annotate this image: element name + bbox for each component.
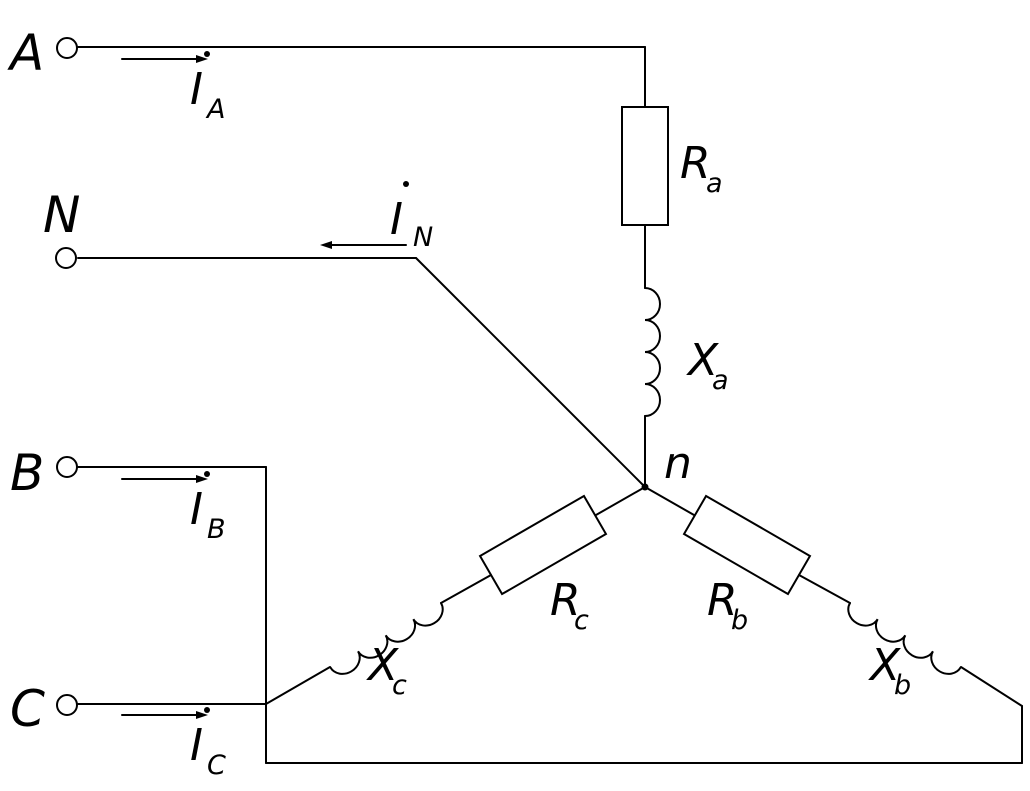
- resistor-rc-group: [478, 494, 608, 596]
- wire-b-mid: [798, 574, 851, 604]
- inductor-xb: [847, 602, 962, 675]
- label-ra-symbol: R: [680, 138, 711, 189]
- phase-b-line: [77, 466, 1023, 764]
- label-xa-symbol: X: [686, 335, 719, 386]
- arrow-ia: [121, 55, 208, 63]
- resistor-ra: [621, 106, 669, 226]
- inductor-xa: [644, 287, 661, 417]
- label-rb: R b: [707, 575, 748, 636]
- label-xc-sub: c: [392, 670, 407, 701]
- current-sub-ic: C: [207, 750, 226, 781]
- current-label-ia: I A: [190, 51, 225, 125]
- label-xa-sub: a: [712, 365, 729, 396]
- wire-c-to-bus: [265, 666, 331, 705]
- resistor-rb-group: [682, 494, 812, 596]
- label-rc: R c: [550, 575, 589, 636]
- label-xc-symbol: X: [366, 640, 399, 691]
- label-rc-sub: c: [574, 605, 589, 636]
- current-symbol-in: I: [390, 194, 403, 245]
- wire-b-to-bus: [960, 666, 1023, 707]
- phase-a-branch: [77, 46, 669, 488]
- label-terminal-b: B: [10, 444, 44, 502]
- label-rb-symbol: R: [707, 575, 738, 626]
- label-terminal-c: C: [10, 680, 45, 738]
- wire-c-mid: [440, 574, 492, 604]
- arrow-ib: [121, 475, 208, 483]
- label-xb-sub: b: [894, 670, 911, 701]
- label-xb: X b: [868, 640, 911, 701]
- label-ra: R a: [680, 138, 723, 199]
- terminal-n: [55, 247, 77, 269]
- current-sub-in: N: [413, 222, 433, 253]
- terminal-a: [56, 37, 78, 59]
- current-symbol-ia: I: [190, 64, 203, 115]
- dot-accent-ib: [204, 471, 210, 477]
- inductor-xc: [329, 602, 444, 675]
- dot-accent-ia: [204, 51, 210, 57]
- terminal-b: [56, 456, 78, 478]
- label-node-n: n: [664, 438, 692, 489]
- label-rb-sub: b: [731, 605, 748, 636]
- branch-c: [265, 486, 646, 705]
- current-label-ib: I B: [190, 471, 226, 545]
- resistor-rb: [682, 494, 812, 596]
- wire-b-node: [644, 486, 695, 516]
- wire-c-node: [595, 486, 646, 516]
- current-label-in: I N: [390, 181, 433, 253]
- arrow-in: [320, 241, 407, 249]
- current-label-ic: I C: [190, 707, 226, 781]
- current-symbol-ic: I: [190, 720, 203, 771]
- inductor-xc-group: [329, 602, 444, 675]
- resistor-rc: [478, 494, 608, 596]
- label-xc: X c: [366, 640, 407, 701]
- label-terminal-a: A: [7, 24, 44, 82]
- label-ra-sub: a: [706, 168, 723, 199]
- current-sub-ib: B: [207, 514, 226, 545]
- label-rc-symbol: R: [550, 575, 581, 626]
- arrow-ic: [121, 711, 208, 719]
- inductor-xb-group: [847, 602, 962, 675]
- star-node-dot: [641, 483, 649, 491]
- neutral-branch: [77, 257, 646, 488]
- branch-b: [644, 486, 1023, 707]
- current-sub-ia: A: [205, 94, 225, 125]
- terminal-c: [56, 694, 78, 716]
- dot-accent-ic: [204, 707, 210, 713]
- current-symbol-ib: I: [190, 484, 203, 535]
- label-xa: X a: [686, 335, 729, 396]
- dot-accent-in: [403, 181, 409, 187]
- label-xb-symbol: X: [868, 640, 901, 691]
- label-terminal-n: N: [43, 186, 80, 244]
- wire-n-diagonal: [415, 257, 646, 488]
